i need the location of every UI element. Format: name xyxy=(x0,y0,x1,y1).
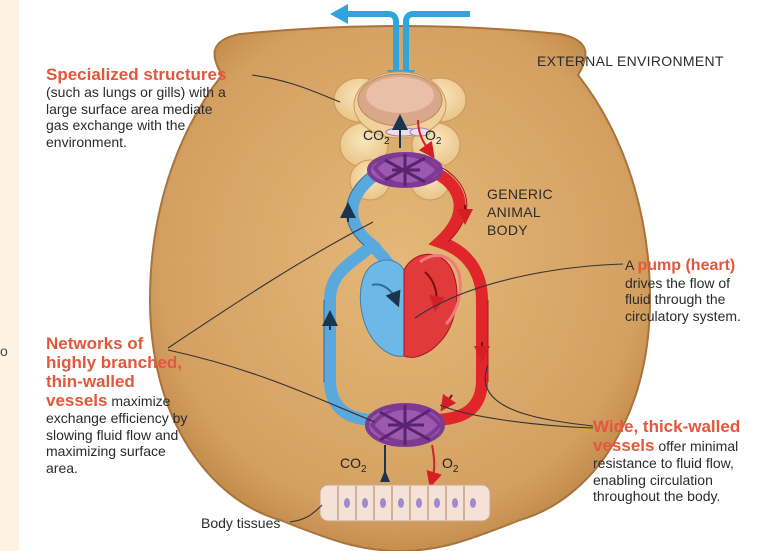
pump-title: pump (heart) xyxy=(637,257,736,274)
wide-vessels-title: Wide, thick-walled xyxy=(593,417,741,436)
flow-direction-arrows xyxy=(322,202,490,412)
caption-line: exchange efficiency by xyxy=(46,410,188,426)
gas-arrows xyxy=(380,114,442,488)
networks-title-line: Networks of xyxy=(46,334,144,353)
leader-lines xyxy=(167,74,624,523)
air-flow-arrows xyxy=(345,11,470,78)
caption-line: maximize xyxy=(107,393,171,409)
networks-caption: Networks of highly branched, thin-walled… xyxy=(46,334,187,476)
left-page-edge xyxy=(0,0,19,551)
networks-title-line: thin-walled xyxy=(46,372,135,391)
red-vessels xyxy=(424,164,488,426)
caption-line: enabling circulation xyxy=(593,471,713,488)
caption-line: large surface area mediate xyxy=(46,100,213,117)
networks-title-last: vessels xyxy=(46,391,108,410)
caption-line: fluid through the xyxy=(625,291,726,307)
caption-line: gas exchange with the xyxy=(46,117,186,133)
caption-line: throughout the body. xyxy=(593,488,721,504)
o2-top-label: O2 xyxy=(425,127,442,147)
co2-top-label: CO2 xyxy=(363,127,390,147)
caption-line: area. xyxy=(46,459,78,476)
body-tissues-label: Body tissues xyxy=(201,515,281,531)
specialized-structures-caption: Specialized structures (such as lungs or… xyxy=(46,65,226,150)
caption-line: drives the flow of xyxy=(625,274,731,291)
co2-bottom-label: CO2 xyxy=(340,455,367,475)
specialized-structures-title: Specialized structures xyxy=(46,65,227,84)
heart-pump xyxy=(359,253,462,358)
networks-title-line: highly branched, xyxy=(46,353,183,372)
generic-body-line: ANIMAL xyxy=(487,204,541,220)
pump-prefix: A xyxy=(625,257,638,273)
wide-vessels-caption: Wide, thick-walled vessels offer minimal… xyxy=(593,417,740,505)
body-tissue-cells xyxy=(319,484,491,522)
capillary-network-bottom xyxy=(365,403,445,447)
caption-line: maximizing surface xyxy=(46,443,166,459)
generic-body-label: GENERIC ANIMAL BODY xyxy=(487,185,553,239)
o2-bottom-label: O2 xyxy=(442,455,459,475)
pump-caption: A pump (heart) drives the flow of fluid … xyxy=(625,257,741,324)
edge-text-fragment: o xyxy=(0,343,8,359)
caption-line: (such as lungs or gills) with a xyxy=(46,84,226,100)
caption-line: slowing fluid flow and xyxy=(46,426,179,443)
generic-body-line: GENERIC xyxy=(487,186,553,202)
wide-vessels-title-last: vessels xyxy=(593,436,655,455)
caption-line: resistance to fluid flow, xyxy=(593,455,734,471)
caption-line: circulatory system. xyxy=(625,307,741,324)
generic-body-line: BODY xyxy=(487,222,528,238)
caption-line: offer minimal xyxy=(654,438,739,454)
capillary-network-top xyxy=(367,152,443,188)
external-environment-label: EXTERNAL ENVIRONMENT xyxy=(537,53,724,69)
caption-line: environment. xyxy=(46,133,127,150)
air-out-arrowhead-icon xyxy=(330,4,348,24)
